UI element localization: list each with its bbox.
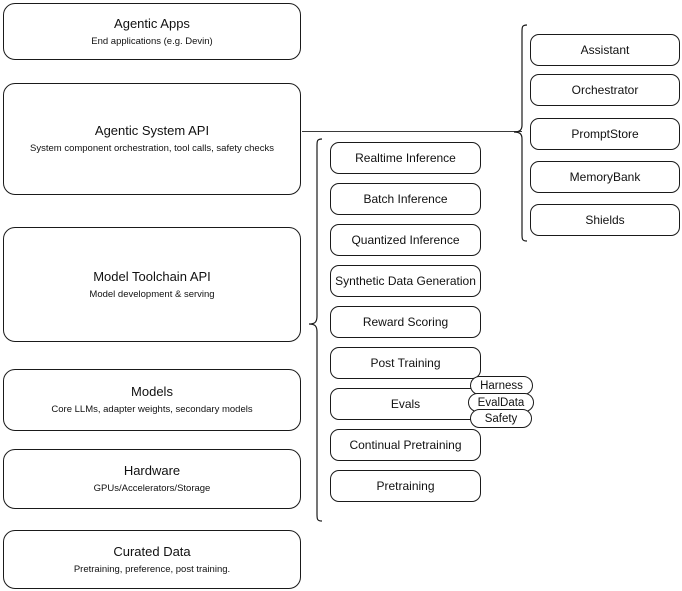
toolchain-item-reward-scoring[interactable]: Reward Scoring — [330, 306, 481, 338]
item-label: Batch Inference — [363, 191, 448, 206]
toolchain-item-post-training[interactable]: Post Training — [330, 347, 481, 379]
layer-subtitle: End applications (e.g. Devin) — [91, 35, 213, 47]
evals-tag-safety[interactable]: Safety — [470, 409, 532, 428]
toolchain-item-realtime-inference[interactable]: Realtime Inference — [330, 142, 481, 174]
toolchain-item-batch-inference[interactable]: Batch Inference — [330, 183, 481, 215]
item-label: Realtime Inference — [355, 150, 456, 165]
toolchain-item-pretraining[interactable]: Pretraining — [330, 470, 481, 502]
brace-model-toolchain — [308, 138, 323, 522]
layer-title: Hardware — [123, 463, 181, 478]
toolchain-item-quantized-inference[interactable]: Quantized Inference — [330, 224, 481, 256]
layer-subtitle: GPUs/Accelerators/Storage — [93, 483, 211, 494]
system-item-orchestrator[interactable]: Orchestrator — [530, 74, 680, 106]
layer-title: Models — [131, 384, 173, 399]
item-label: Post Training — [370, 355, 441, 370]
layer-card-agentic-apps[interactable]: Agentic Apps End applications (e.g. Devi… — [3, 3, 301, 60]
layer-card-model-toolchain-api[interactable]: Model Toolchain API Model development & … — [3, 227, 301, 342]
evals-tag-label: Safety — [484, 412, 518, 425]
layer-card-hardware[interactable]: Hardware GPUs/Accelerators/Storage — [3, 449, 301, 509]
layer-card-agentic-system-api[interactable]: Agentic System API System component orch… — [3, 83, 301, 195]
evals-tag-label: Harness — [480, 379, 523, 392]
layer-title: Model Toolchain API — [93, 268, 211, 284]
layer-title: Agentic Apps — [114, 15, 190, 31]
toolchain-item-evals[interactable]: Evals — [330, 388, 481, 420]
connector-agentic-system-api-to-system-items — [302, 131, 522, 132]
item-label: Evals — [390, 396, 421, 411]
system-item-shields[interactable]: Shields — [530, 204, 680, 236]
brace-agentic-system-components — [513, 24, 528, 242]
item-label: Reward Scoring — [362, 314, 449, 329]
layer-subtitle: Model development & serving — [89, 288, 215, 300]
item-label: MemoryBank — [569, 169, 641, 184]
item-label: Assistant — [580, 42, 630, 57]
item-label: Synthetic Data Generation — [335, 273, 476, 288]
layer-title: Curated Data — [113, 543, 191, 559]
item-label: Quantized Inference — [351, 232, 460, 247]
item-label: PromptStore — [571, 126, 639, 141]
item-label: Orchestrator — [571, 82, 639, 97]
layer-subtitle: Pretraining, preference, post training. — [73, 563, 231, 575]
evals-tag-label: EvalData — [477, 396, 525, 409]
item-label: Shields — [585, 212, 625, 227]
toolchain-item-continual-pretraining[interactable]: Continual Pretraining — [330, 429, 481, 461]
item-label: Continual Pretraining — [349, 437, 462, 452]
layer-card-models[interactable]: Models Core LLMs, adapter weights, secon… — [3, 369, 301, 431]
evals-tag-evaldata[interactable]: EvalData — [468, 393, 534, 412]
layer-subtitle: Core LLMs, adapter weights, secondary mo… — [51, 404, 253, 415]
system-item-promptstore[interactable]: PromptStore — [530, 118, 680, 150]
layer-title: Agentic System API — [94, 123, 210, 138]
item-label: Pretraining — [376, 478, 435, 493]
layer-subtitle: System component orchestration, tool cal… — [30, 143, 274, 154]
system-item-assistant[interactable]: Assistant — [530, 34, 680, 66]
toolchain-item-synthetic-data-generation[interactable]: Synthetic Data Generation — [330, 265, 481, 297]
system-item-memorybank[interactable]: MemoryBank — [530, 161, 680, 193]
layer-card-curated-data[interactable]: Curated Data Pretraining, preference, po… — [3, 530, 301, 589]
